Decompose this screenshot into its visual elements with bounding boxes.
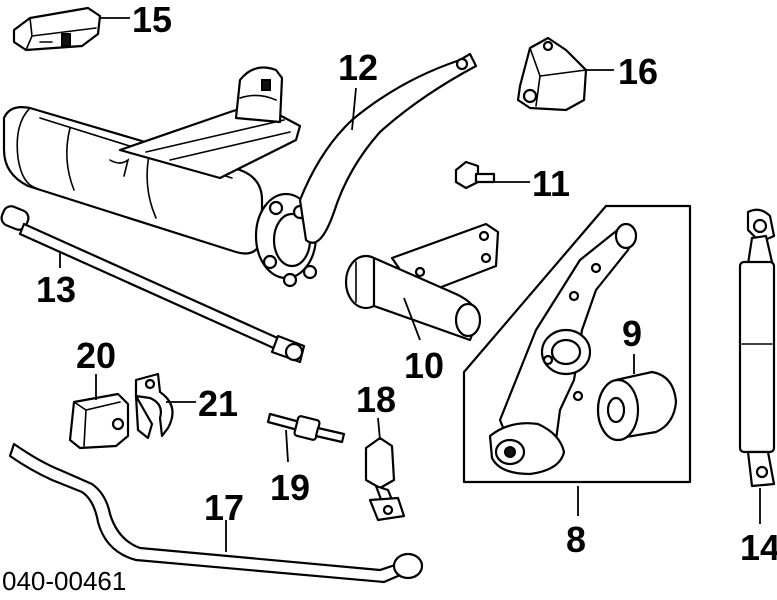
callout-18: 18 <box>356 379 396 420</box>
part-8-wheel-carrier[interactable] <box>462 204 692 484</box>
part-13-tie-rod[interactable] <box>0 204 306 364</box>
rear-subframe[interactable] <box>2 66 318 288</box>
part-18-link[interactable] <box>364 436 406 522</box>
part-16-mount[interactable] <box>516 36 588 112</box>
part-12-trailing-link[interactable] <box>298 52 478 244</box>
leader-10 <box>403 297 421 341</box>
leader-18 <box>377 417 381 441</box>
callout-12: 12 <box>338 47 378 88</box>
leader-12 <box>351 87 357 131</box>
leader-19 <box>285 429 289 463</box>
callout-9: 9 <box>622 313 642 354</box>
callout-13: 13 <box>36 269 76 310</box>
callout-14: 14 <box>740 527 777 568</box>
callout-21: 21 <box>198 383 238 424</box>
callout-15: 15 <box>132 0 172 40</box>
callout-16: 16 <box>618 51 658 92</box>
part-15-mount[interactable] <box>12 6 102 52</box>
callout-20: 20 <box>76 335 116 376</box>
diagram-id: 040-00461 <box>2 566 126 596</box>
part-14-shock-absorber[interactable] <box>738 208 776 488</box>
part-9-bushing[interactable] <box>596 370 678 442</box>
callout-11: 11 <box>532 163 570 204</box>
part-17-stabilizer-bar[interactable] <box>8 442 424 584</box>
callout-10: 10 <box>404 345 444 386</box>
part-10-spindle[interactable] <box>344 222 500 342</box>
callout-19: 19 <box>270 467 310 508</box>
part-20-bushing[interactable] <box>68 392 130 450</box>
callout-8: 8 <box>566 519 586 560</box>
callout-17: 17 <box>204 487 244 528</box>
part-19-stud[interactable] <box>266 412 346 444</box>
part-11-bolt[interactable] <box>454 160 496 190</box>
part-21-clamp[interactable] <box>134 372 174 440</box>
